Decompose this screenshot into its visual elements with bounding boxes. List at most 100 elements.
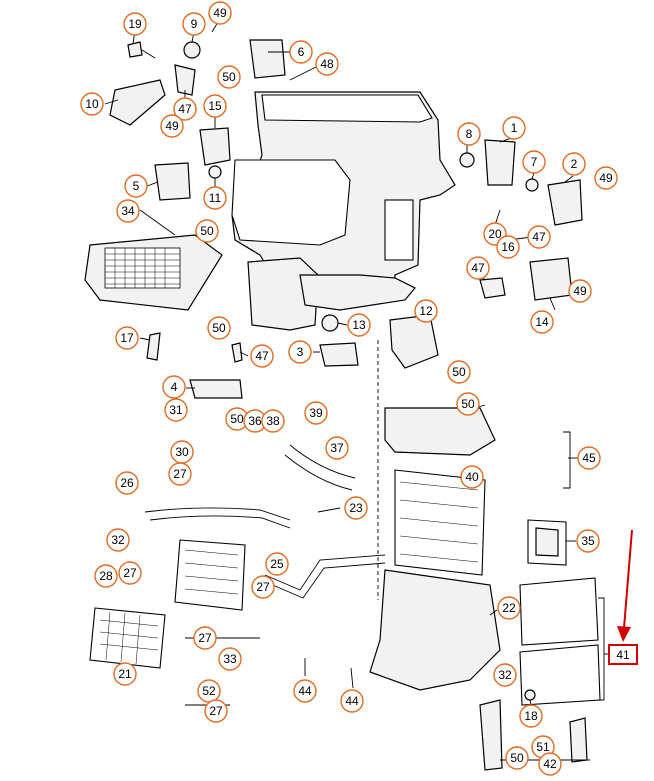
callout-25: 25: [265, 552, 289, 576]
callout-27: 27: [251, 575, 275, 599]
svg-text:51: 51: [536, 740, 550, 754]
housing-side-slot: [384, 199, 414, 261]
svg-text:19: 19: [128, 17, 142, 31]
callout-33: 33: [218, 647, 242, 671]
callout-49: 49: [160, 114, 184, 138]
svg-text:15: 15: [208, 99, 222, 113]
vent-grille-lines: [105, 248, 180, 288]
svg-text:16: 16: [501, 240, 515, 254]
svg-text:28: 28: [99, 569, 113, 583]
callout-23: 23: [344, 496, 368, 520]
part-drawings: [84, 39, 601, 771]
part-2-servo: [547, 179, 583, 226]
svg-text:6: 6: [298, 45, 305, 59]
svg-text:49: 49: [599, 171, 613, 185]
svg-text:23: 23: [349, 501, 363, 515]
svg-text:7: 7: [531, 155, 538, 169]
vent-grille-mesh: [104, 247, 181, 289]
callout-44: 44: [293, 679, 317, 703]
part-21-grid: [99, 611, 159, 665]
svg-text:44: 44: [298, 684, 312, 698]
callout-22: 22: [497, 596, 521, 620]
callout-44: 44: [340, 689, 364, 713]
svg-text:52: 52: [202, 684, 216, 698]
highlight-arrow: [617, 529, 633, 642]
callout-13: 13: [347, 313, 371, 337]
callout-1: 1: [502, 116, 526, 140]
callout-47: 47: [250, 344, 274, 368]
svg-text:27: 27: [198, 631, 212, 645]
svg-text:40: 40: [465, 470, 479, 484]
callout-47: 47: [527, 225, 551, 249]
svg-text:4: 4: [171, 380, 178, 394]
callout-3: 3: [288, 340, 312, 364]
svg-text:20: 20: [488, 227, 502, 241]
callout-47: 47: [173, 97, 197, 121]
part-47-pin: [231, 342, 243, 363]
callout-50: 50: [207, 316, 231, 340]
svg-text:17: 17: [120, 331, 134, 345]
callout-8: 8: [457, 122, 481, 146]
callout-49: 49: [594, 166, 618, 190]
svg-text:3: 3: [297, 345, 304, 359]
callout-47: 47: [466, 256, 490, 280]
svg-text:50: 50: [212, 321, 226, 335]
callout-6: 6: [289, 40, 313, 64]
callout-12: 12: [414, 299, 438, 323]
callout-16: 16: [496, 235, 520, 259]
svg-text:27: 27: [123, 566, 137, 580]
svg-text:27: 27: [173, 467, 187, 481]
callout-18: 18: [519, 704, 543, 728]
pipe-lower-2: [267, 562, 386, 599]
svg-text:32: 32: [498, 668, 512, 682]
callout-7: 7: [522, 150, 546, 174]
callout-39: 39: [304, 401, 328, 425]
callout-50: 50: [505, 746, 529, 770]
svg-text:45: 45: [582, 451, 596, 465]
svg-text:18: 18: [524, 709, 538, 723]
callout-9: 9: [182, 12, 206, 36]
part-10-lever: [109, 79, 166, 126]
part-15-motor: [199, 127, 231, 166]
svg-text:48: 48: [320, 57, 334, 71]
callout-50: 50: [225, 407, 249, 431]
part-6-actuator: [249, 39, 286, 79]
heater-core-fins: [184, 549, 239, 595]
callouts: 19 9 49 50 6 48 10 47 15 49 8 1 7 2 49 5…: [80, 1, 618, 776]
callout-32: 32: [493, 663, 517, 687]
svg-text:36: 36: [248, 414, 262, 428]
callout-26: 26: [115, 471, 139, 495]
svg-text:49: 49: [213, 6, 227, 20]
svg-text:49: 49: [165, 119, 179, 133]
svg-text:50: 50: [222, 70, 236, 84]
callout-41-highlighted: 41: [608, 644, 638, 665]
part-11-knob: [208, 165, 222, 179]
part-47-link: [174, 64, 196, 96]
housing-top-cover: [261, 94, 433, 123]
callout-36: 36: [243, 409, 267, 433]
housing-lower: [299, 274, 416, 311]
callout-28: 28: [94, 564, 118, 588]
callout-27: 27: [118, 561, 142, 585]
svg-text:5: 5: [133, 179, 140, 193]
svg-text:31: 31: [169, 403, 183, 417]
part-4-bracket: [189, 379, 243, 399]
callout-50: 50: [447, 360, 471, 384]
part-51-plate: [479, 699, 503, 771]
svg-text:38: 38: [266, 414, 280, 428]
callout-34: 34: [116, 199, 140, 223]
callout-52: 52: [197, 679, 221, 703]
callout-27: 27: [204, 699, 228, 723]
part-18-clip: [524, 689, 536, 701]
evaporator-core: [394, 469, 486, 576]
svg-text:2: 2: [571, 157, 578, 171]
callout-50: 50: [217, 65, 241, 89]
callout-11: 11: [203, 186, 227, 210]
callout-10: 10: [80, 92, 104, 116]
svg-text:33: 33: [223, 652, 237, 666]
callout-2: 2: [562, 152, 586, 176]
part-35-inner: [535, 527, 559, 557]
svg-text:44: 44: [345, 694, 359, 708]
callout-30: 30: [170, 440, 194, 464]
